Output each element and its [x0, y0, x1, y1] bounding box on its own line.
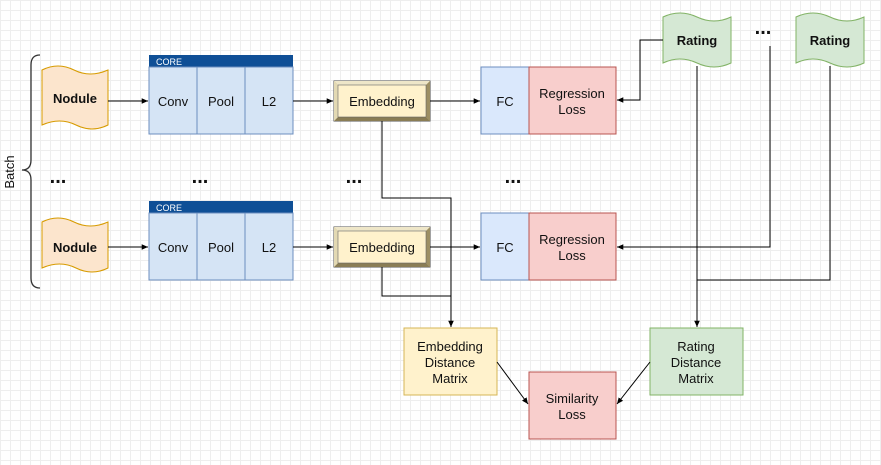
embedding-box-bottom: Embedding	[333, 226, 431, 268]
regression-loss-box-top	[528, 66, 617, 135]
embedding-distance-matrix-box	[403, 327, 498, 396]
rdm-line3: Matrix	[678, 371, 714, 386]
nodule-label-bottom: Nodule	[53, 240, 97, 255]
pool-cell-top	[196, 66, 246, 135]
regression-loss-line1-top: Regression	[539, 86, 605, 101]
core-header-label-bottom: CORE	[156, 203, 182, 213]
edm-line1: Embedding	[417, 339, 483, 354]
l2-label-top: L2	[262, 94, 276, 109]
conv-cell-bottom	[148, 212, 198, 281]
line-rating-right-to-rdm	[697, 66, 831, 281]
embedding-box-top: Embedding	[333, 80, 431, 122]
nodule-shape-bottom	[41, 217, 109, 273]
conv-label-top: Conv	[158, 94, 189, 109]
rdm-line2: Distance	[671, 355, 722, 370]
batch-brace	[21, 54, 41, 289]
embedding-label-bottom: Embedding	[349, 240, 415, 255]
rating-label-right: Rating	[810, 33, 851, 48]
regression-loss-line2-top: Loss	[558, 102, 586, 117]
core-header-label-top: CORE	[156, 57, 182, 67]
fc-box-bottom	[480, 212, 530, 281]
ellipsis-core: ...	[192, 166, 209, 188]
regression-loss-line1-bottom: Regression	[539, 232, 605, 247]
arrow-rdm-to-similarity	[616, 361, 651, 405]
l2-cell-bottom	[244, 212, 294, 281]
rating-distance-matrix-box	[649, 327, 744, 396]
rating-shape-right	[795, 12, 865, 68]
regression-loss-box-bottom	[528, 212, 617, 281]
arrow-ellipsis-rating-to-regression-bottom	[617, 46, 771, 250]
edm-line2: Distance	[425, 355, 476, 370]
edm-line3: Matrix	[432, 371, 468, 386]
similarity-loss-line2: Loss	[558, 407, 586, 422]
l2-label-bottom: L2	[262, 240, 276, 255]
batch-label: Batch	[2, 155, 17, 188]
fc-label-bottom: FC	[496, 240, 513, 255]
pool-label-top: Pool	[208, 94, 234, 109]
ellipsis-fc: ...	[505, 166, 522, 188]
similarity-loss-line1: Similarity	[546, 391, 599, 406]
core-block-bottom: CORE Conv Pool L2	[148, 201, 294, 281]
fc-label-top: FC	[496, 94, 513, 109]
arrow-edm-to-similarity	[496, 361, 529, 405]
core-header-bottom	[149, 201, 293, 213]
rating-label-left: Rating	[677, 33, 718, 48]
line-embedding-top-to-edm	[381, 121, 454, 327]
conv-label-bottom: Conv	[158, 240, 189, 255]
similarity-loss-box	[528, 371, 617, 440]
ellipsis-nodule: ...	[50, 166, 67, 188]
core-header-top	[149, 55, 293, 67]
nodule-shape-top	[41, 65, 109, 130]
ellipsis-ratings: ...	[755, 17, 772, 39]
rating-shape-left	[662, 12, 732, 68]
ellipsis-embedding: ...	[346, 166, 363, 188]
pool-label-bottom: Pool	[208, 240, 234, 255]
embedding-label-top: Embedding	[349, 94, 415, 109]
regression-loss-line2-bottom: Loss	[558, 248, 586, 263]
core-block-top: CORE Conv Pool L2	[148, 55, 294, 135]
conv-cell-top	[148, 66, 198, 135]
nodule-label-top: Nodule	[53, 91, 97, 106]
arrow-rating-to-regression-top	[617, 39, 663, 103]
line-embedding-bottom-to-edm	[381, 267, 451, 297]
rdm-line1: Rating	[677, 339, 715, 354]
